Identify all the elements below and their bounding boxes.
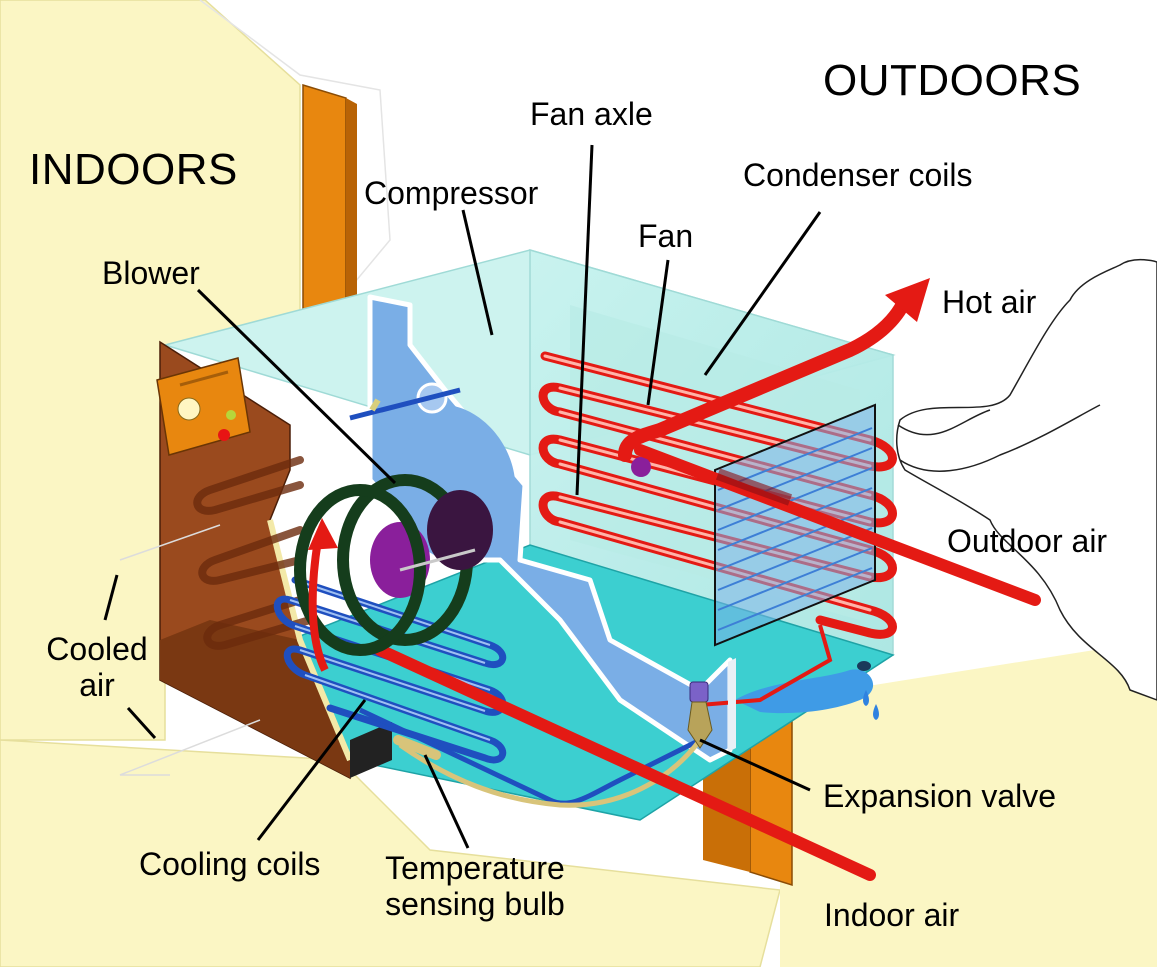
hot-air-arrowhead [885,278,930,322]
leader-blower [196,288,397,485]
blower-shaft [399,548,476,572]
blower-rotation-arrowhead [308,518,338,550]
cooled-air-label: Cooled air [46,631,148,703]
leader-compressor [461,209,494,336]
fan-label: Fan [638,218,694,254]
capillary-tube [398,738,702,808]
wall-post-top [302,83,347,311]
front-coil-reflection [193,456,314,650]
indoors-label: INDOORS [29,145,238,194]
outdoor-wall-faint [199,0,391,301]
partition-post [728,658,736,752]
wall-post-top-side [346,98,357,300]
indicator-light-red [218,429,230,441]
blower-ring-front [294,484,426,656]
expansion-valve-body [687,701,713,749]
indoor-air-arrow [374,644,876,881]
cooling-coils-label: Cooling coils [139,846,321,882]
hot-air-cloud [895,258,1157,701]
outdoors-label: OUTDOORS [823,56,1082,105]
expansion-valve-label: Expansion valve [823,778,1057,814]
leader-fan-axle [575,144,594,496]
condenser-fan-hub [631,457,651,477]
condenser-coils-label: Condenser coils [743,157,973,193]
blower-hub-back [427,490,493,570]
drain-hole [857,661,871,671]
grille-slats [717,427,873,631]
temperature-sensing-bulb-label: Temperature sensing bulb [385,850,565,922]
blower-rotation-arrow [308,539,329,672]
cooled-air-flow [119,524,261,776]
control-knob [177,397,201,421]
leader-cooled-air-bottom [126,706,157,740]
water-puddle [735,669,874,714]
water-drop-2 [873,704,879,720]
compressor-label: Compressor [364,175,539,211]
leader-cooling-coils [256,699,367,841]
fan-axle-label: Fan axle [530,96,653,132]
condenser-fan-grille [714,403,876,647]
outdoor-ground [780,640,1157,967]
leader-temperature-bulb [423,754,470,849]
indicator-light-green [226,410,236,420]
outdoor-air-arrow [634,444,1041,606]
cooling-coil-return [358,707,702,806]
hot-air-label: Hot air [942,284,1037,320]
indoor-air-label: Indoor air [824,897,960,933]
leader-fan [646,259,670,406]
fan-axle [349,387,461,421]
leader-cooled-air-top [103,574,119,621]
expansion-valve-cap [689,681,709,703]
blower-label: Blower [102,255,200,291]
control-slot [179,370,229,387]
front-vent-slot [350,722,392,778]
water-drop-1 [863,690,869,706]
cloud-lines [897,404,1101,472]
outdoor-air-arrow-dark [715,468,793,506]
fan-axle-outer [369,398,381,412]
hot-air-arrow [618,293,912,462]
leader-expansion-valve [699,738,811,792]
outdoor-air-label: Outdoor air [947,523,1108,559]
front-panel-edge [267,519,353,762]
leader-condenser-coils [703,211,822,376]
sensing-bulb [393,735,441,760]
front-panel-shade [160,620,350,778]
